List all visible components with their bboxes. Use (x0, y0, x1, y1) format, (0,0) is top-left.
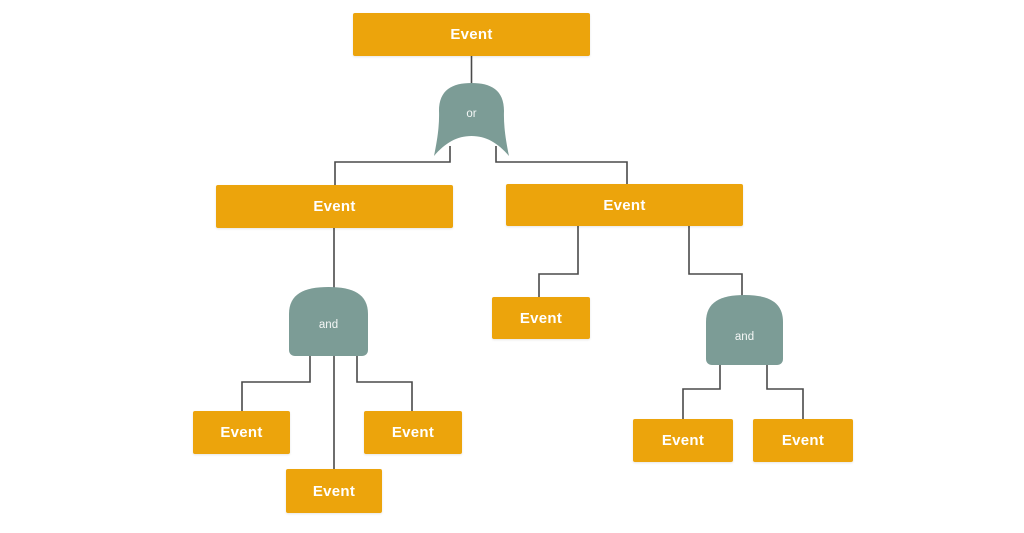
event-node-branch-right-child[interactable]: Event (492, 297, 590, 339)
event-node-left-and-child-right[interactable]: Event (364, 411, 462, 454)
connectors (241, 56, 804, 470)
and-gate-left-shape[interactable] (289, 287, 368, 356)
connector-and-to-child-right (356, 354, 413, 412)
connector-right-and-to-child-right (766, 363, 804, 420)
and-gate-right-shape[interactable] (706, 295, 783, 365)
connector-right-event-to-child (538, 226, 579, 298)
event-node-branch-right[interactable]: Event (506, 184, 743, 226)
event-node-root[interactable]: Event (353, 13, 590, 56)
event-node-branch-left[interactable]: Event (216, 185, 453, 228)
connector-or-to-left-event (334, 146, 451, 186)
connector-and-to-child-left (241, 354, 311, 412)
event-node-left-and-child-left[interactable]: Event (193, 411, 290, 454)
event-node-left-and-child-middle[interactable]: Event (286, 469, 382, 513)
connector-right-event-to-and (688, 226, 743, 297)
or-gate-shape[interactable] (434, 83, 509, 156)
connector-right-and-to-child-left (682, 363, 721, 420)
connector-or-to-right-event (495, 146, 628, 185)
event-node-right-and-child-left[interactable]: Event (633, 419, 733, 462)
event-node-right-and-child-right[interactable]: Event (753, 419, 853, 462)
